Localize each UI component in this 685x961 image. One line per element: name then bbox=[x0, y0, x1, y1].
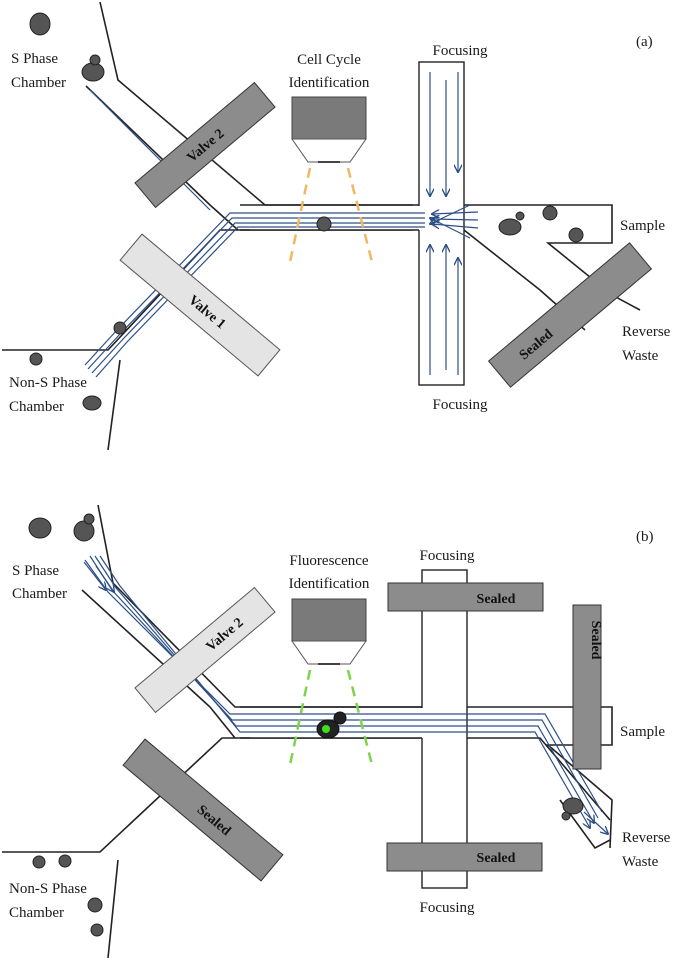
valve-2-b: Valve 2 bbox=[134, 586, 276, 714]
reverse-exit-b bbox=[559, 799, 611, 850]
sample-label-a: Sample bbox=[620, 218, 665, 234]
panel-b-label: (b) bbox=[636, 529, 654, 545]
sealed-sample-b: Sealed bbox=[572, 604, 603, 770]
non-s-label-1-b: Non-S Phase bbox=[9, 881, 87, 897]
y-junction-inner-b bbox=[209, 706, 236, 739]
sealed-bottom-b: Sealed bbox=[386, 842, 543, 872]
sealed-top-label-b: Sealed bbox=[477, 592, 516, 607]
sealed-valve-a: Sealed bbox=[487, 242, 653, 388]
detector-b bbox=[288, 598, 374, 766]
s-phase-channel-wall-b bbox=[81, 589, 211, 708]
panel-a-label: (a) bbox=[636, 34, 653, 50]
focusing-bottom-a: Focusing bbox=[432, 397, 488, 413]
valve-2-a: Valve 2 bbox=[134, 81, 276, 209]
non-s-chamber-outer bbox=[107, 359, 121, 451]
s-phase-label-2-a: Chamber bbox=[11, 75, 66, 91]
detector-label-2-a: Identification bbox=[289, 75, 370, 91]
valve-1-a: Valve 1 bbox=[119, 233, 281, 377]
sample-label-b: Sample bbox=[620, 724, 665, 740]
non-s-label-2-a: Chamber bbox=[9, 399, 64, 415]
reverse-label-2-b: Waste bbox=[622, 854, 659, 870]
reverse-label-1-a: Reverse bbox=[622, 324, 671, 340]
detector-a bbox=[288, 96, 374, 263]
non-s-label-2-b: Chamber bbox=[9, 905, 64, 921]
cells-b bbox=[28, 513, 584, 937]
s-phase-label-1-a: S Phase bbox=[11, 51, 58, 67]
panel-a: (a) bbox=[2, 1, 671, 451]
detector-label-1-b: Fluorescence bbox=[289, 553, 368, 569]
reverse-label-2-a: Waste bbox=[622, 348, 659, 364]
sealed-bottom-label-b: Sealed bbox=[477, 851, 516, 866]
non-s-label-1-a: Non-S Phase bbox=[9, 375, 87, 391]
fluorescent-marker bbox=[322, 725, 330, 733]
reverse-label-1-b: Reverse bbox=[622, 830, 671, 846]
s-phase-label-1-b: S Phase bbox=[12, 563, 59, 579]
y-junction-inner bbox=[209, 204, 239, 231]
s-phase-label-2-b: Chamber bbox=[12, 586, 67, 602]
cells-a bbox=[29, 12, 584, 411]
sealed-sample-label-b: Sealed bbox=[588, 621, 603, 660]
focusing-top-b: Focusing bbox=[419, 548, 475, 564]
focusing-top-a: Focusing bbox=[432, 43, 488, 59]
reverse-channel-wall-b bbox=[467, 737, 611, 821]
panel-b: (b) Valve 2 Sealed bbox=[2, 504, 671, 959]
detector-label-1-a: Cell Cycle bbox=[297, 52, 361, 68]
focusing-bottom-b: Focusing bbox=[419, 900, 475, 916]
non-s-chamber-outer-b bbox=[107, 859, 119, 959]
main-channel-fill-b bbox=[250, 708, 440, 738]
detector-label-2-b: Identification bbox=[289, 576, 370, 592]
sample-channel-fill-b bbox=[468, 708, 558, 738]
sealed-valve-lower-b: Sealed bbox=[122, 738, 284, 882]
flow-lines-b bbox=[83, 555, 608, 834]
sealed-top-b: Sealed bbox=[387, 582, 544, 612]
